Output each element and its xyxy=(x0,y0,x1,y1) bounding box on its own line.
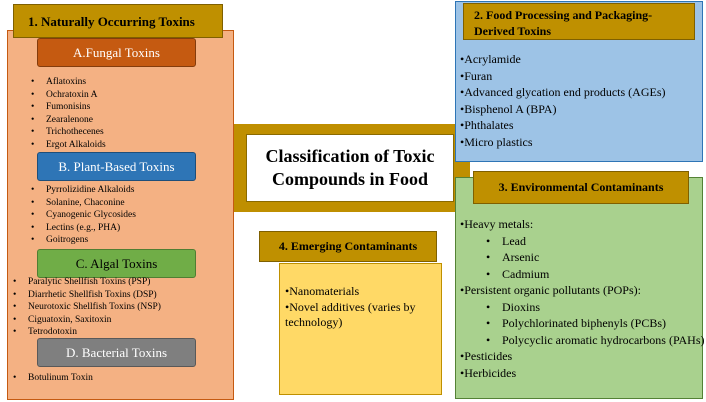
title-line-1: 2. Food Processing and Packaging- xyxy=(474,8,653,22)
central-title-box: Classification of Toxic Compounds in Foo… xyxy=(246,134,454,202)
algal-toxins-list: Paralytic Shellfish Toxins (PSP) Diarrhe… xyxy=(13,276,161,339)
fungal-toxins-list: Aflatoxins Ochratoxin A Fumonisins Zeara… xyxy=(31,76,106,152)
bacterial-toxins-header: D. Bacterial Toxins xyxy=(37,338,196,367)
list-item: Aflatoxins xyxy=(31,76,106,89)
list-item: Pesticides xyxy=(460,348,706,365)
list-item: Phthalates xyxy=(460,117,665,134)
list-item: Ciguatoxin, Saxitoxin xyxy=(13,314,161,327)
algal-toxins-header: C. Algal Toxins xyxy=(37,249,196,278)
list-item: Furan xyxy=(460,68,665,85)
central-title-line-1: Classification of Toxic xyxy=(265,146,435,166)
list-item: Tetrodotoxin xyxy=(13,326,161,339)
list-item: Herbicides xyxy=(460,365,706,382)
list-item: Cyanogenic Glycosides xyxy=(31,209,136,222)
list-item: •Arsenic xyxy=(486,250,540,264)
list-item: •Lead xyxy=(486,233,526,248)
list-item: Ochratoxin A xyxy=(31,89,106,102)
list-item: Solanine, Chaconine xyxy=(31,197,136,210)
plant-based-toxins-header: B. Plant-Based Toxins xyxy=(37,152,196,181)
list-item: Ergot Alkaloids xyxy=(31,139,106,152)
emerging-contaminants-title: 4. Emerging Contaminants xyxy=(259,231,437,262)
central-title-line-2: Compounds in Food xyxy=(271,169,429,189)
environmental-contaminants-list: Heavy metals: •Lead •Arsenic •Cadmium Pe… xyxy=(460,216,706,381)
list-item: Bisphenol A (BPA) xyxy=(460,101,665,118)
processing-packaging-toxins-title: 2. Food Processing and Packaging- Derive… xyxy=(463,3,695,40)
list-item: Advanced glycation end products (AGEs) xyxy=(460,84,665,101)
title-line-2: Derived Toxins xyxy=(474,24,552,38)
list-item: Persistent organic pollutants (POPs): xyxy=(460,282,706,299)
list-item: Novel additives (varies by technology) xyxy=(285,300,435,331)
emerging-contaminants-list: Nanomaterials Novel additives (varies by… xyxy=(285,284,435,331)
list-item: Zearalenone xyxy=(31,114,106,127)
list-item: •Dioxins xyxy=(486,299,541,314)
list-item: Pyrrolizidine Alkaloids xyxy=(31,184,136,197)
list-item: Botulinum Toxin xyxy=(13,372,93,385)
list-item: Acrylamide xyxy=(460,51,665,68)
list-item: •Cadmium xyxy=(486,266,550,281)
list-item: •Polycyclic aromatic hydrocarbons (PAHs) xyxy=(486,332,705,347)
list-item: Heavy metals: xyxy=(460,216,706,233)
naturally-occurring-toxins-title: 1. Naturally Occurring Toxins xyxy=(13,4,223,38)
list-item: Neurotoxic Shellfish Toxins (NSP) xyxy=(13,301,161,314)
processing-packaging-toxins-list: Acrylamide Furan Advanced glycation end … xyxy=(460,51,665,150)
list-item: Paralytic Shellfish Toxins (PSP) xyxy=(13,276,161,289)
list-item: Fumonisins xyxy=(31,101,106,114)
environmental-contaminants-title: 3. Environmental Contaminants xyxy=(473,171,689,204)
list-item: Lectins (e.g., PHA) xyxy=(31,222,136,235)
list-item: Trichothecenes xyxy=(31,126,106,139)
list-item: Diarrhetic Shellfish Toxins (DSP) xyxy=(13,289,161,302)
list-item: Micro plastics xyxy=(460,134,665,151)
list-item: Nanomaterials xyxy=(285,284,435,300)
plant-based-toxins-list: Pyrrolizidine Alkaloids Solanine, Chacon… xyxy=(31,184,136,247)
list-item: Goitrogens xyxy=(31,234,136,247)
bacterial-toxins-list: Botulinum Toxin xyxy=(13,372,93,385)
fungal-toxins-header: A.Fungal Toxins xyxy=(37,38,196,67)
list-item: •Polychlorinated biphenyls (PCBs) xyxy=(486,316,666,330)
central-title: Classification of Toxic Compounds in Foo… xyxy=(265,145,434,191)
